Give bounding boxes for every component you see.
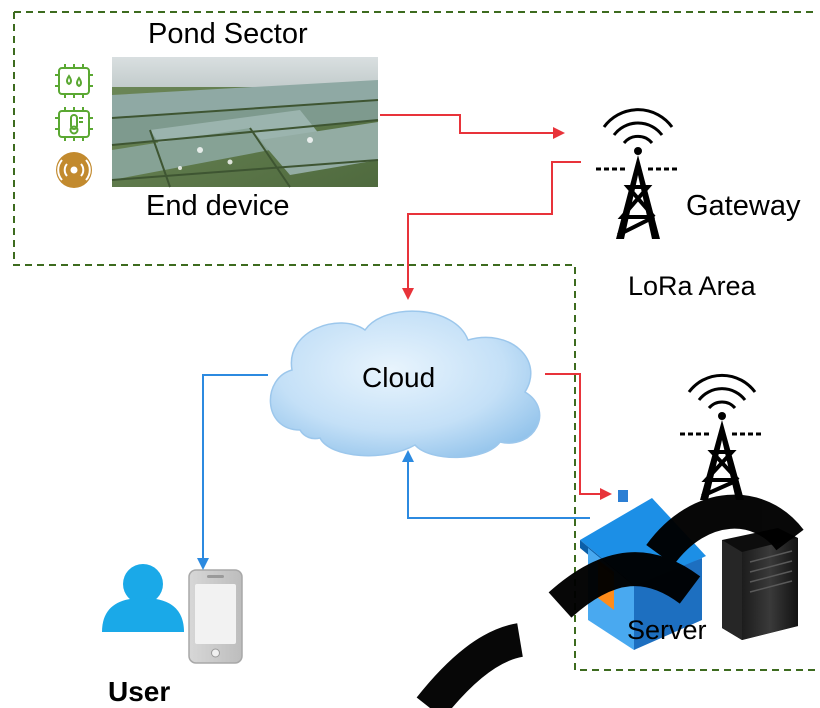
wireless-signal-icon	[56, 152, 92, 188]
thermometer-sensor-icon	[55, 107, 93, 141]
pond-photo	[111, 57, 379, 188]
gateway-label: Gateway	[686, 190, 801, 222]
server-icon	[722, 528, 798, 640]
pond-sector-boundary	[13, 11, 818, 671]
gateway-to-cloud-arrow	[407, 161, 581, 290]
cloud-to-server-arrow	[545, 373, 602, 495]
uplink-arrows	[380, 114, 612, 500]
cloud-to-user-arrow	[202, 374, 268, 560]
watermark	[416, 494, 804, 708]
end-device-label: End device	[146, 190, 290, 222]
gateway-tower-icon	[596, 108, 680, 239]
user-label: User	[108, 676, 171, 707]
user-icon	[102, 564, 184, 632]
server-tower-icon	[680, 373, 764, 500]
end-device-to-gateway-arrow	[380, 114, 555, 134]
pond-sector-title: Pond Sector	[148, 18, 308, 50]
cloud-icon	[269, 310, 541, 459]
server-label: Server	[627, 615, 707, 645]
downlink-arrows	[197, 374, 590, 570]
server-to-cloud-arrow	[407, 460, 590, 519]
cloud-label: Cloud	[362, 362, 436, 393]
lora-area-label: LoRa Area	[628, 271, 756, 301]
smartphone-icon	[188, 569, 243, 664]
water-drop-sensor-icon	[55, 64, 93, 98]
